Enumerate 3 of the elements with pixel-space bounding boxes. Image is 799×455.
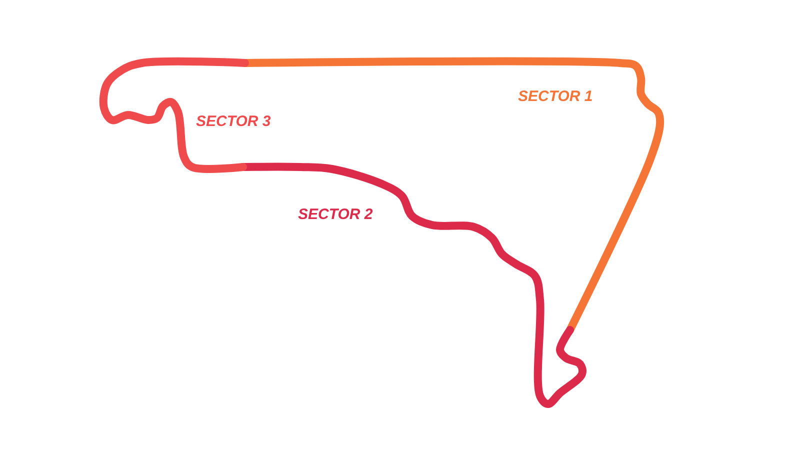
sector-label: SECTOR 3 xyxy=(196,113,271,131)
sector-label: SECTOR 1 xyxy=(518,88,593,106)
sector-label: SECTOR 2 xyxy=(298,206,373,224)
